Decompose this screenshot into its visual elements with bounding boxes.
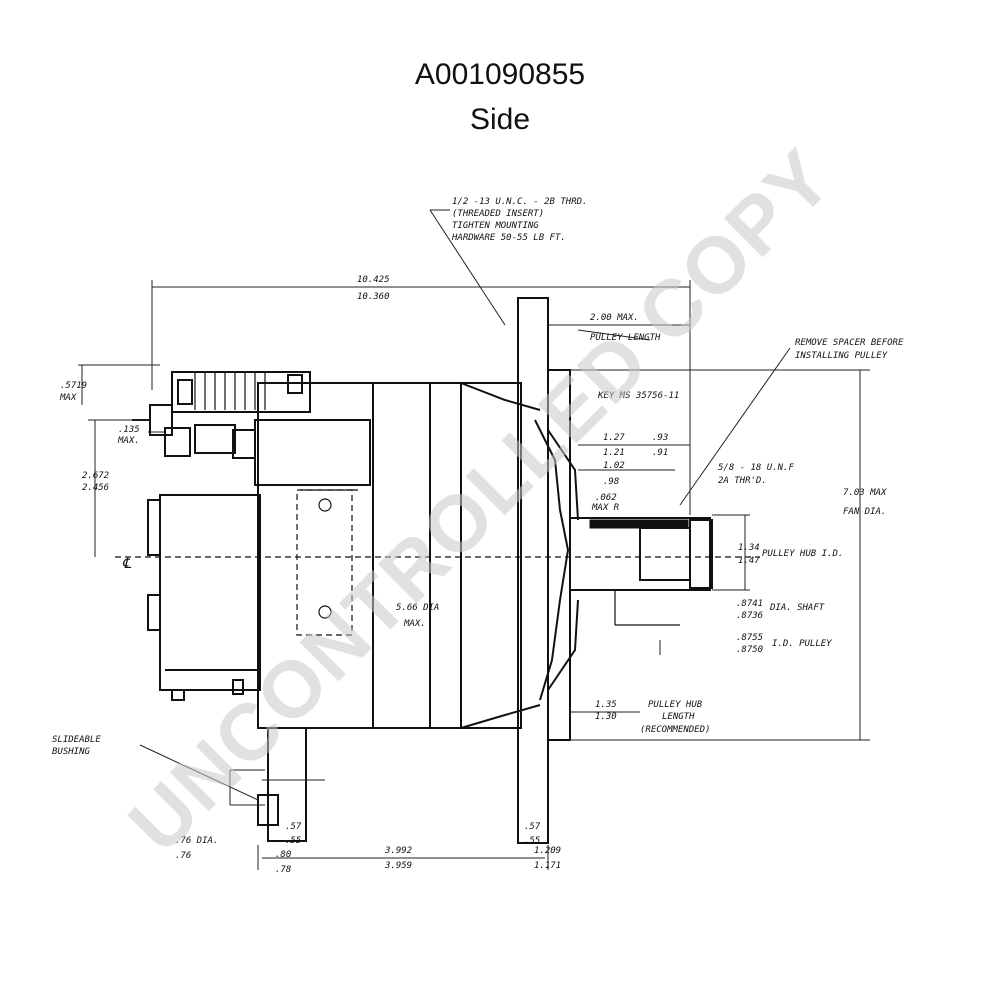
thread-note-1: 1/2 -13 U.N.C. - 2B THRD. (452, 197, 587, 207)
dim-57-rear: .57 (285, 822, 302, 832)
dim-55-front: .55 (524, 836, 540, 846)
dim-80: .80 (275, 850, 291, 860)
shaft-dim-1: .8741 (736, 599, 763, 609)
stud-nut (164, 427, 191, 457)
pulley-id-dim-1: .8755 (736, 633, 763, 643)
dim-98: .98 (603, 477, 619, 487)
pulley-id-label: I.D. PULLEY (772, 639, 832, 649)
dim-3992: 3.992 (384, 846, 412, 856)
hub-dim-1: 1.34 (738, 543, 760, 553)
unf-note-1: 5/8 - 18 U.N.F (718, 463, 794, 473)
hub-length-label-3: (RECOMMENDED) (640, 725, 710, 735)
dim-76: .76 (175, 851, 191, 861)
fan-dia-value: 7.03 MAX (843, 488, 887, 498)
part-number-title: A001090855 (414, 58, 586, 91)
view-title: Side (469, 103, 531, 136)
cooling-fan (534, 419, 579, 701)
unf-note-2: 2A THR'D. (718, 476, 767, 486)
hub-length-2: 1.30 (595, 712, 617, 722)
rear-mounting-foot (267, 727, 307, 842)
pulley-id-dim-2: .8750 (736, 645, 763, 655)
dim-135: .135 (118, 425, 140, 435)
dim-1171: 1.171 (534, 861, 561, 871)
dimension-annotations: 1/2 -13 U.N.C. - 2B THRD. (THREADED INSE… (52, 197, 904, 875)
overall-length-max: 10.425 (357, 275, 390, 285)
body-dia-label: MAX. (403, 619, 426, 629)
thread-note-4: HARDWARE 50-55 LB FT. (451, 233, 566, 243)
dim-2456: 2.456 (82, 483, 109, 493)
dim-062-max: MAX R (591, 503, 620, 513)
body-dia-value: 5.66 DIA (396, 603, 439, 613)
dim-93: .93 (652, 433, 668, 443)
spacer-note-2: INSTALLING PULLEY (795, 351, 888, 361)
dim-57-front: .57 (524, 822, 541, 832)
dim-062: .062 (595, 493, 617, 503)
dim-121: 1.21 (603, 448, 625, 458)
dim-127: 1.27 (603, 433, 625, 443)
spacer-note-1: REMOVE SPACER BEFORE (795, 338, 904, 348)
regulator-housing (254, 419, 371, 486)
bushing-label-2: BUSHING (52, 747, 91, 757)
hub-length-1: 1.35 (595, 700, 617, 710)
dim-102: 1.02 (603, 461, 625, 471)
dim-1209: 1.209 (534, 846, 561, 856)
shaft-dim-2: .8736 (736, 611, 763, 621)
dim-55-rear: .55 (285, 836, 301, 846)
dim-76-dia: .76 DIA. (175, 836, 218, 846)
dim-78: .78 (275, 865, 291, 875)
rectifier-block (171, 371, 311, 413)
top-max-value: .5719 (60, 381, 87, 391)
pulley-length-label: PULLEY LENGTH (590, 333, 661, 343)
shaft-label: DIA. SHAFT (769, 603, 825, 613)
rear-housing (159, 494, 261, 691)
hub-dim-2: 1.47 (738, 556, 760, 566)
hub-id-label: PULLEY HUB I.D. (762, 549, 843, 559)
thread-note-2: (THREADED INSERT) (452, 209, 544, 219)
terminal-left (177, 379, 193, 405)
fan-dia-label: FAN DIA. (843, 507, 886, 517)
key (589, 519, 689, 529)
dim-2672: 2.672 (82, 471, 109, 481)
dim-91: .91 (652, 448, 668, 458)
stud-nut-top (149, 404, 173, 436)
heat-sink-fins (194, 372, 266, 410)
hub-length-label-2: LENGTH (662, 712, 695, 722)
thread-note-3: TIGHTEN MOUNTING (452, 221, 539, 231)
drive-end-housing (460, 382, 522, 729)
shaft-nut (689, 519, 713, 589)
shaft-hub (569, 517, 711, 591)
centerline-symbol: ℄ (122, 556, 132, 572)
overall-length-min: 10.360 (357, 292, 390, 302)
bushing-label-1: SLIDEABLE (52, 735, 101, 745)
key-note: KEY MS 35756-11 (597, 391, 679, 401)
hub-length-label-1: PULLEY HUB (648, 700, 703, 710)
pulley-length-max: 2.00 MAX. (590, 313, 639, 323)
alternator-body (132, 297, 713, 844)
top-max-label: MAX (59, 393, 77, 403)
dim-3959: 3.959 (384, 861, 412, 871)
dimension-lines (78, 209, 870, 870)
dim-135-max: MAX. (117, 436, 140, 446)
